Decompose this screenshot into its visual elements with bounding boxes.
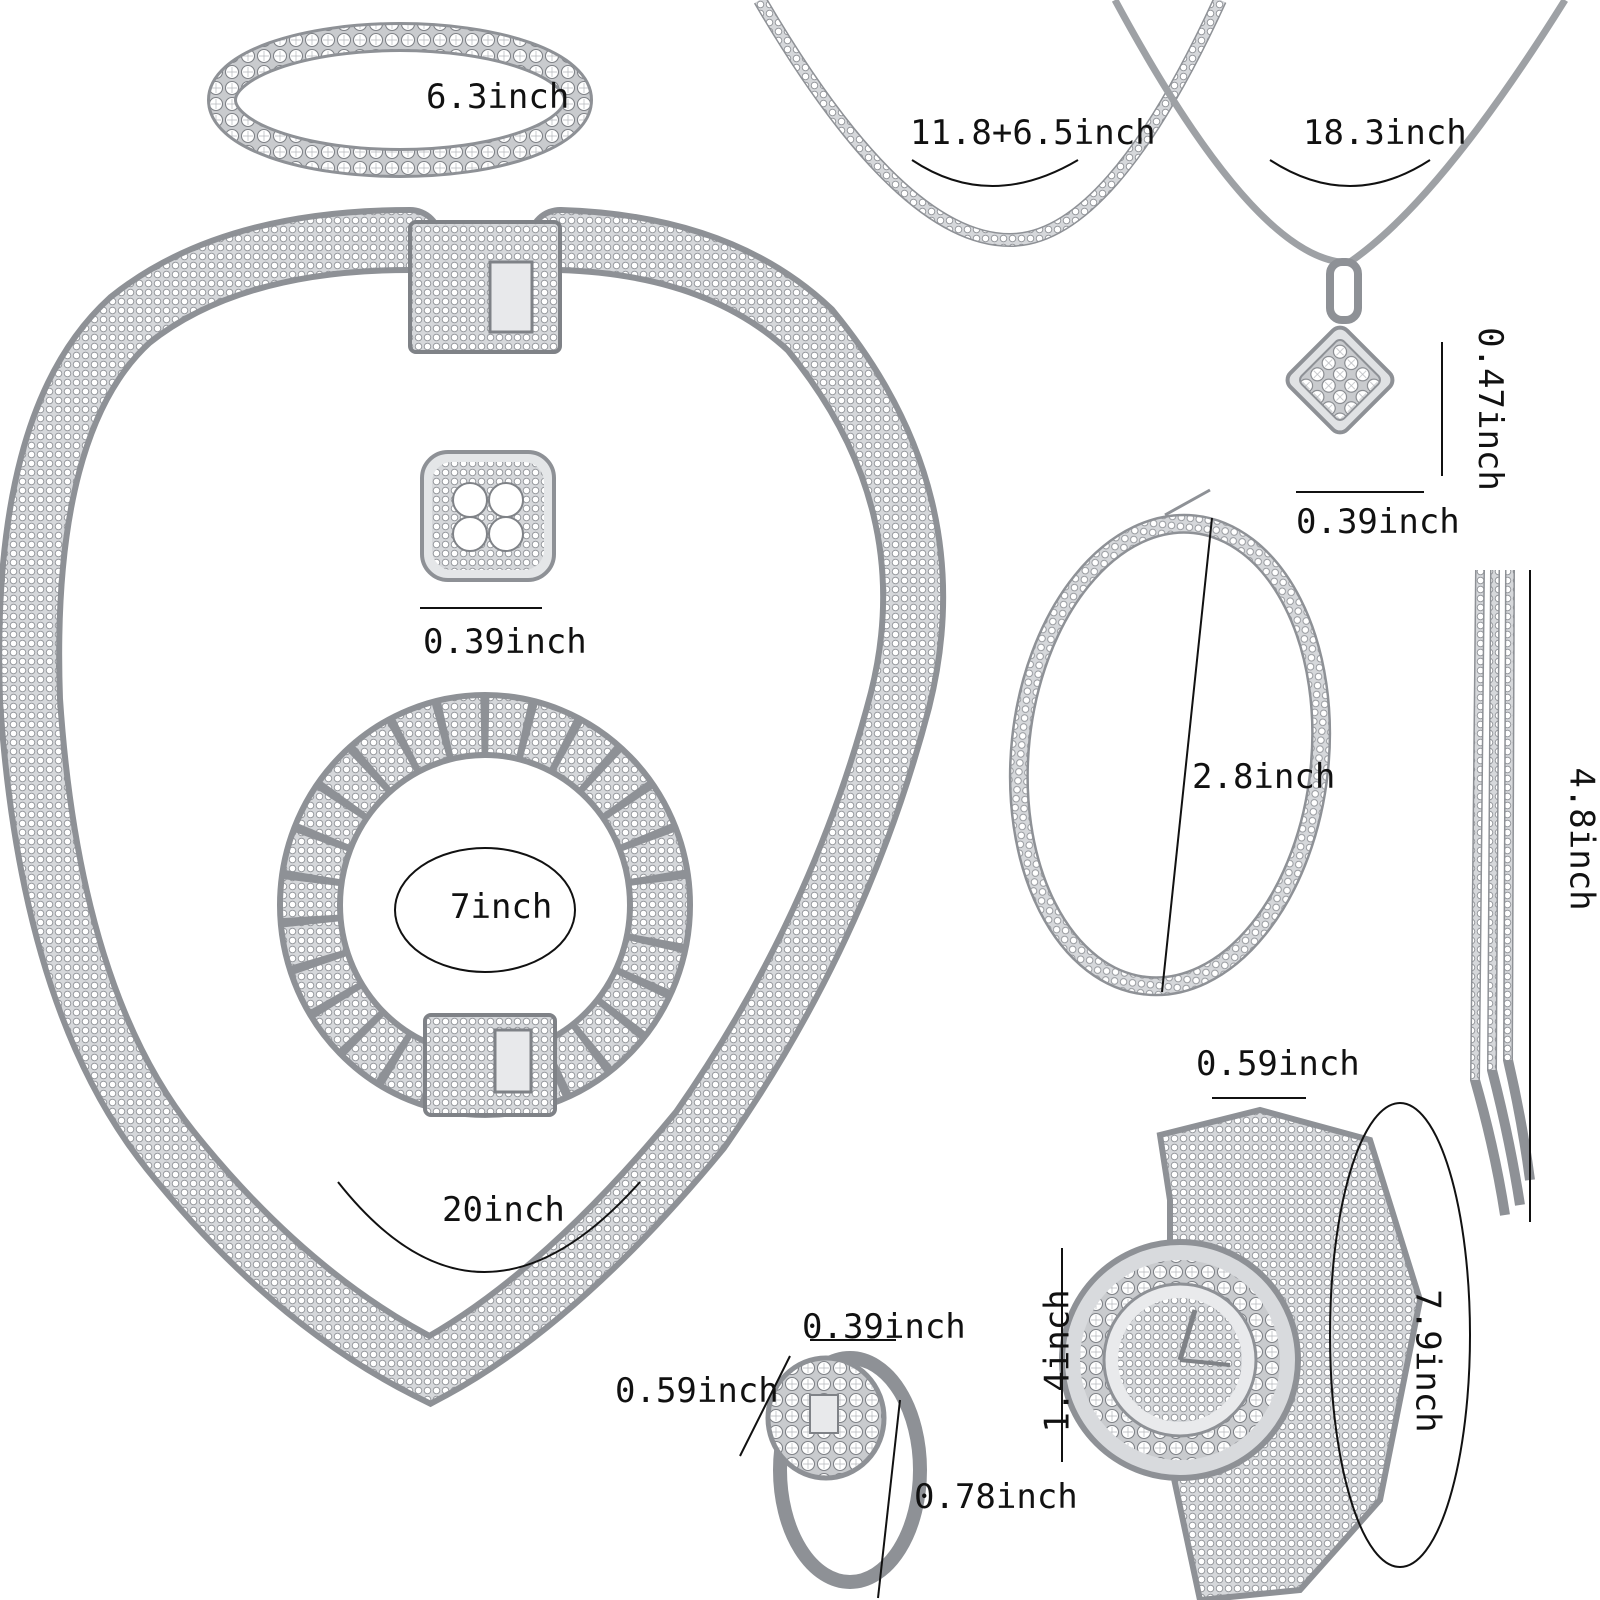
box-chain-length-label: 18.3inch [1303,113,1467,153]
iced-watch [1059,1106,1424,1600]
ring-face-width-label: 0.39inch [802,1307,966,1347]
pendant-width-label: 0.39inch [1296,502,1460,542]
hoop-earring [1008,488,1332,997]
watch-band-width-label: 0.59inch [1196,1044,1360,1084]
tennis-choker [753,0,1227,248]
hoop-earring-size-label: 2.8inch [1192,757,1336,797]
pendant-height-label: 0.47inch [1469,327,1510,491]
cuban-necklace-length-label: 20inch [442,1190,565,1230]
box-chain-pendant [1111,0,1568,435]
watch-case-size-label: 1.4inch [1037,1289,1078,1433]
tennis-bracelet-length-label: 6.3inch [426,77,570,117]
bracelet-clasp [423,1013,557,1117]
ring-face-height-label: 0.59inch [615,1371,779,1411]
stud-earring [420,450,556,582]
necklace-clasp [408,220,562,354]
tennis-bracelet [207,22,593,178]
drop-earring [1469,569,1535,1216]
cuban-link-bracelet [277,692,693,1118]
watch-strap-length-label: 7.9inch [1407,1289,1448,1433]
iced-ring [765,1351,927,1589]
drop-earring-length-label: 4.8inch [1561,767,1600,911]
cuban-bracelet-length-label: 7inch [450,887,553,927]
stud-earring-size-label: 0.39inch [423,622,587,662]
cuban-link-necklace [0,207,947,1408]
ring-diameter-label: 0.78inch [914,1477,1078,1517]
choker-length-label: 11.8+6.5inch [910,113,1156,153]
